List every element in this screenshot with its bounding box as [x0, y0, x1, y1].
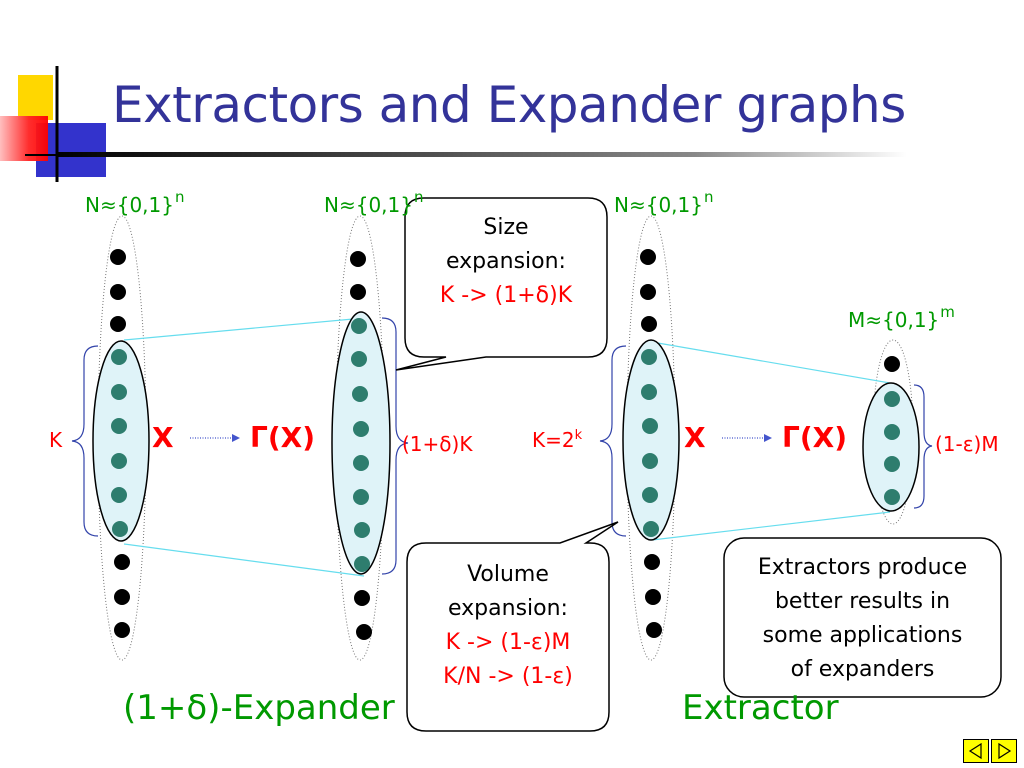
arrow-head-icon [232, 434, 240, 442]
callout-size-line2: expansion: [446, 249, 566, 274]
label-k2: K=2k [532, 428, 583, 452]
label-extracted: (1-ε)M [935, 432, 999, 456]
edge-line [123, 317, 365, 341]
page-title: Extractors and Expander graphs [112, 76, 906, 134]
callout-note-text: Extractors produce better results in som… [724, 551, 1001, 687]
callout-size-line1: Size [483, 215, 529, 240]
expander-caption: (1+δ)-Expander [123, 688, 395, 728]
label-x-2: X [684, 421, 706, 454]
dot-column-1 [110, 249, 130, 638]
brace-extracted [913, 384, 933, 509]
brace-expanded [381, 317, 409, 575]
gamma-x-oval-1 [331, 311, 391, 575]
dot-column-2 [350, 251, 372, 640]
brace-k2 [599, 345, 627, 537]
label-expanded: (1+δ)K [402, 432, 473, 456]
set-n-label-3: N≈{0,1}n [614, 188, 714, 217]
prev-slide-button[interactable] [963, 739, 989, 763]
extractor-caption: Extractor [682, 688, 839, 728]
edge-line [651, 511, 891, 541]
callout-volume-line2: expansion: [448, 596, 568, 621]
callout-volume-line4: K/N -> (1-ε) [443, 664, 573, 689]
subset-x-oval-2 [622, 339, 680, 541]
callout-size-line3: K -> (1+δ)K [439, 283, 573, 308]
label-k: K [49, 428, 63, 452]
set-n-label-1: N≈{0,1}n [85, 188, 185, 217]
label-gamma-x-1: Γ(X) [250, 421, 316, 454]
callout-note-line3: some applications [762, 623, 963, 648]
gamma-x-oval-2 [862, 382, 920, 512]
edge-line [651, 341, 891, 384]
callout-note-bubble [723, 537, 1002, 698]
callout-volume-line3: K -> (1-ε)M [445, 630, 571, 655]
title-rule [57, 152, 907, 157]
dot-column-3 [640, 249, 662, 638]
set-n-label-2: N≈{0,1}n [324, 188, 424, 217]
callout-size-text: Size expansion: K -> (1+δ)K [405, 211, 607, 313]
logo-squares [0, 66, 106, 182]
triangle-left-icon [968, 742, 982, 760]
callout-volume-line1: Volume [467, 562, 549, 587]
arrow-head-icon [764, 434, 772, 442]
next-slide-button[interactable] [991, 739, 1017, 763]
dot-column-4 [884, 356, 900, 505]
label-gamma-x-2: Γ(X) [782, 421, 848, 454]
set-m-label: M≈{0,1}m [848, 303, 955, 332]
edge-line [123, 543, 365, 577]
callout-volume-text: Volume expansion: K -> (1-ε)M K/N -> (1-… [407, 558, 609, 694]
callout-note-line1: Extractors produce [757, 555, 968, 580]
subset-x-oval-1 [92, 340, 150, 542]
brace-k [71, 345, 99, 537]
callout-note-line4: of expanders [790, 657, 935, 682]
callout-volume-bubble [406, 521, 619, 732]
label-x-1: X [152, 421, 174, 454]
callout-size-bubble [395, 197, 608, 371]
triangle-right-icon [998, 742, 1012, 760]
callout-note-line2: better results in [774, 589, 951, 614]
